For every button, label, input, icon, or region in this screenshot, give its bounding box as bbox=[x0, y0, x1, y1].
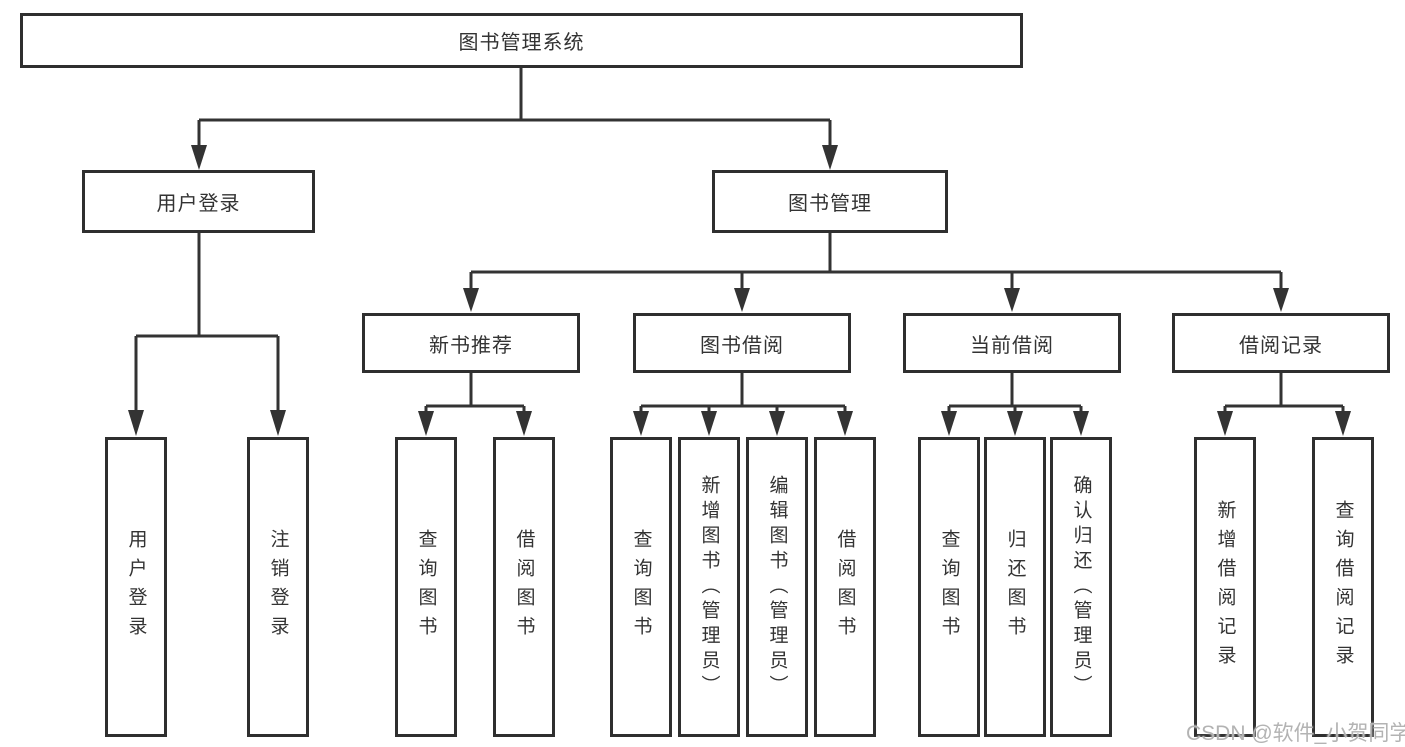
leaf-add-book-admin: 新增图书（管理员） bbox=[678, 437, 740, 737]
arrowhead-icon bbox=[516, 411, 532, 436]
leaf-label: 注销登录 bbox=[267, 529, 289, 645]
leaf-user-login: 用户登录 bbox=[105, 437, 167, 737]
leaf-label: 归还图书 bbox=[1004, 529, 1026, 645]
arrowhead-icon bbox=[837, 411, 853, 436]
arrowhead-icon bbox=[1073, 411, 1089, 436]
leaf-return-book: 归还图书 bbox=[984, 437, 1046, 737]
leaf-logout: 注销登录 bbox=[247, 437, 309, 737]
leaf-add-borrow-record: 新增借阅记录 bbox=[1194, 437, 1256, 737]
node-current-borrow: 当前借阅 bbox=[903, 313, 1121, 373]
leaf-borrow-book-recommend: 借阅图书 bbox=[493, 437, 555, 737]
node-new-book-recommend: 新书推荐 bbox=[362, 313, 580, 373]
arrowhead-icon bbox=[633, 411, 649, 436]
arrowhead-icon bbox=[734, 288, 750, 312]
node-book-management: 图书管理 bbox=[712, 170, 948, 233]
node-label: 图书管理 bbox=[788, 193, 872, 215]
leaf-borrow-book: 借阅图书 bbox=[814, 437, 876, 737]
node-label: 用户登录 bbox=[156, 193, 241, 215]
arrowhead-icon bbox=[1273, 288, 1289, 312]
leaf-label: 借阅图书 bbox=[834, 529, 856, 645]
node-user-login: 用户登录 bbox=[82, 170, 315, 233]
arrowhead-icon bbox=[769, 411, 785, 436]
arrowhead-icon bbox=[418, 411, 434, 436]
leaf-query-book-recommend: 查询图书 bbox=[395, 437, 457, 737]
leaf-query-borrow-record: 查询借阅记录 bbox=[1312, 437, 1374, 737]
node-library-management-system: 图书管理系统 bbox=[20, 13, 1023, 68]
arrowhead-icon bbox=[1004, 288, 1020, 312]
node-label: 新书推荐 bbox=[429, 334, 513, 357]
arrowhead-icon bbox=[822, 145, 838, 170]
node-label: 图书借阅 bbox=[700, 334, 784, 357]
leaf-label: 查询图书 bbox=[415, 529, 437, 645]
leaf-label: 查询图书 bbox=[630, 529, 652, 645]
leaf-label: 查询借阅记录 bbox=[1332, 500, 1354, 674]
leaf-query-book-borrow: 查询图书 bbox=[610, 437, 672, 737]
leaf-label: 新增图书（管理员） bbox=[698, 474, 720, 700]
node-book-borrow: 图书借阅 bbox=[633, 313, 851, 373]
arrowhead-icon bbox=[941, 411, 957, 436]
leaf-label: 编辑图书（管理员） bbox=[766, 474, 788, 700]
node-label: 借阅记录 bbox=[1239, 334, 1323, 357]
leaf-edit-book-admin: 编辑图书（管理员） bbox=[746, 437, 808, 737]
node-borrow-record: 借阅记录 bbox=[1172, 313, 1390, 373]
arrowhead-icon bbox=[270, 410, 286, 436]
watermark: CSDN @软件_小贺同学 bbox=[1186, 722, 1405, 745]
leaf-label: 借阅图书 bbox=[513, 529, 535, 645]
node-label: 图书管理系统 bbox=[458, 32, 585, 54]
leaf-label: 用户登录 bbox=[125, 529, 147, 645]
arrowhead-icon bbox=[463, 288, 479, 312]
leaf-label: 新增借阅记录 bbox=[1214, 500, 1236, 674]
node-label: 当前借阅 bbox=[970, 334, 1054, 357]
arrowhead-icon bbox=[128, 410, 144, 436]
leaf-label: 确认归还（管理员） bbox=[1070, 474, 1092, 700]
leaf-label: 查询图书 bbox=[938, 529, 960, 645]
arrowhead-icon bbox=[1217, 411, 1233, 436]
leaf-confirm-return-admin: 确认归还（管理员） bbox=[1050, 437, 1112, 737]
arrowhead-icon bbox=[701, 411, 717, 436]
arrowhead-icon bbox=[1335, 411, 1351, 436]
leaf-query-book-current: 查询图书 bbox=[918, 437, 980, 737]
arrowhead-icon bbox=[191, 145, 207, 170]
arrowhead-icon bbox=[1007, 411, 1023, 436]
